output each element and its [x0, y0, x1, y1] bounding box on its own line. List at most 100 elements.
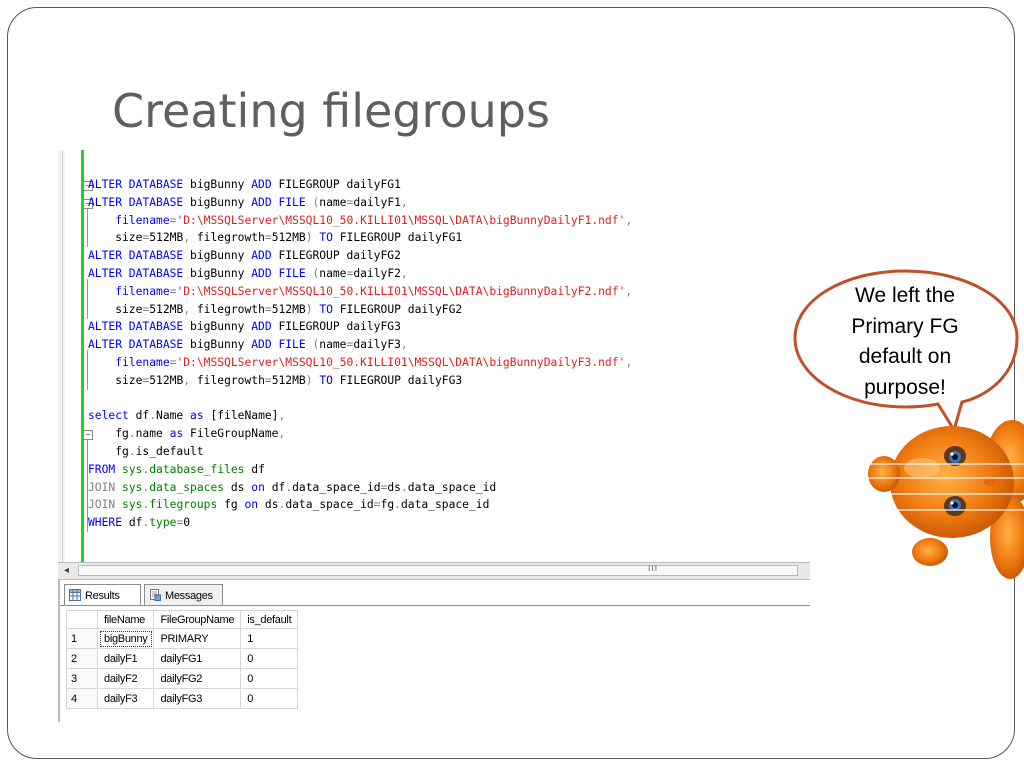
- code-line: WHERE df.type=0: [88, 514, 632, 532]
- row-number[interactable]: 4: [66, 688, 98, 709]
- code-token: .: [142, 462, 150, 476]
- cell-filegroupname[interactable]: dailyFG2: [153, 668, 242, 689]
- column-header[interactable]: fileName: [96, 610, 155, 629]
- cell-is-default[interactable]: 0: [240, 648, 299, 669]
- callout-text: We left the Primary FG default on purpos…: [792, 281, 1018, 403]
- code-token: ALTER DATABASE: [88, 249, 184, 263]
- collapse-region-icon[interactable]: −: [83, 430, 93, 441]
- code-token: filegroups: [149, 498, 218, 512]
- code-token: =: [373, 498, 381, 512]
- code-token: bigBunny: [183, 338, 252, 352]
- code-token: =: [142, 231, 150, 245]
- code-line: filename='D:\MSSQLServer\MSSQL10_50.KILL…: [88, 354, 632, 372]
- code-line: ALTER DATABASE bigBunny ADD FILEGROUP da…: [88, 176, 632, 194]
- cell-filegroupname[interactable]: dailyFG1: [153, 648, 242, 669]
- code-token: data_space_id: [292, 480, 381, 494]
- code-token: .: [149, 409, 157, 423]
- code-token: fg: [88, 427, 129, 441]
- code-token: filegrowth: [190, 231, 265, 245]
- collapse-region-icon[interactable]: −: [83, 198, 93, 209]
- code-token: ,: [183, 302, 191, 316]
- code-line: filename='D:\MSSQLServer\MSSQL10_50.KILL…: [88, 212, 632, 230]
- callout-line: default on: [858, 345, 952, 368]
- code-token: ): [305, 302, 313, 316]
- doll-head-illustration: [862, 420, 1024, 579]
- tabs-divider: [60, 605, 810, 606]
- code-token: .: [142, 498, 150, 512]
- cell-filename[interactable]: dailyF1: [96, 648, 155, 669]
- code-token: [fileName]: [203, 409, 279, 423]
- code-token: filegrowth: [190, 302, 265, 316]
- code-token: ADD FILE: [251, 338, 306, 352]
- code-token: ADD: [251, 178, 272, 191]
- code-token: [115, 498, 122, 511]
- code-token: size: [88, 231, 143, 245]
- code-line: size=512MB, filegrowth=512MB) TO FILEGRO…: [88, 301, 632, 319]
- code-token: ADD FILE: [251, 266, 306, 280]
- scroll-thumb[interactable]: [78, 565, 798, 576]
- cell-filename[interactable]: dailyF3: [96, 688, 155, 709]
- horizontal-scrollbar[interactable]: ◂ III: [58, 562, 810, 580]
- code-token: 0: [183, 516, 191, 530]
- column-header[interactable]: FileGroupName: [153, 610, 242, 629]
- code-token: FILEGROUP dailyFG2: [271, 249, 401, 263]
- code-line: ALTER DATABASE bigBunny ADD FILE (name=d…: [88, 336, 632, 354]
- code-token: df: [122, 516, 143, 530]
- tab-messages[interactable]: Messages: [144, 584, 223, 605]
- row-number[interactable]: 3: [66, 668, 98, 689]
- code-token: =: [264, 302, 272, 316]
- code-token: data_space_id: [285, 498, 374, 512]
- table-row: 3 dailyF2 dailyFG2 0: [66, 668, 299, 689]
- code-token: ): [305, 231, 313, 245]
- code-token: dailyF2: [353, 266, 401, 280]
- code-token: 512MB: [149, 373, 184, 387]
- table-row: 2 dailyF1 dailyFG1 0: [66, 648, 299, 669]
- code-token: ds: [387, 480, 401, 494]
- code-token: FILEGROUP dailyFG1: [271, 178, 401, 191]
- query-editor[interactable]: − − − ALTER DATABASE bigBunny ADD FILEGROU…: [58, 150, 810, 562]
- code-token: data_space_id: [400, 498, 490, 512]
- outline-guide: [87, 279, 88, 319]
- row-number[interactable]: 1: [66, 628, 98, 649]
- code-line: filename='D:\MSSQLServer\MSSQL10_50.KILL…: [88, 283, 632, 301]
- code-token: =: [169, 355, 177, 369]
- results-pane: Results Messages fileName FileGroupN: [58, 580, 810, 722]
- outline-guide: [87, 207, 88, 248]
- scroll-left-icon[interactable]: ◂: [64, 565, 70, 576]
- code-token: TO: [319, 302, 333, 316]
- cell-filegroupname[interactable]: dailyFG3: [153, 688, 242, 709]
- code-token: FILEGROUP dailyFG1: [332, 231, 463, 245]
- row-number[interactable]: 2: [66, 648, 98, 669]
- code-token: FILEGROUP dailyFG3: [271, 320, 401, 334]
- cell-is-default[interactable]: 0: [240, 668, 299, 689]
- code-token: .: [400, 480, 408, 494]
- cell-is-default[interactable]: 0: [240, 688, 299, 709]
- column-header[interactable]: is_default: [240, 610, 299, 629]
- tab-messages-label: Messages: [165, 590, 213, 602]
- cell-filename[interactable]: dailyF2: [96, 668, 155, 689]
- code-token: (: [312, 195, 320, 209]
- code-token: df: [264, 480, 286, 494]
- code-token: ALTER DATABASE: [88, 195, 184, 209]
- tab-results[interactable]: Results: [64, 584, 141, 605]
- code-token: name: [319, 195, 347, 209]
- code-token: ADD FILE: [251, 195, 306, 209]
- code-line: JOIN sys.filegroups fg on ds.data_space_…: [88, 496, 632, 514]
- editor-margin: [58, 150, 63, 562]
- cell-filename[interactable]: bigBunny: [96, 628, 155, 649]
- collapse-region-icon[interactable]: −: [83, 181, 93, 191]
- code-token: ALTER DATABASE: [88, 266, 184, 280]
- callout-line: We left the: [855, 284, 955, 307]
- code-token: name: [135, 427, 170, 441]
- code-line: size=512MB, filegrowth=512MB) TO FILEGRO…: [88, 372, 632, 390]
- cell-filegroupname[interactable]: PRIMARY: [153, 628, 242, 649]
- code-token: =: [380, 480, 388, 494]
- cell-is-default[interactable]: 1: [240, 628, 299, 649]
- code-token: ds: [258, 498, 279, 512]
- messages-icon: [150, 589, 161, 601]
- code-token: is_default: [135, 444, 204, 458]
- code-token: bigBunny: [183, 266, 252, 280]
- callout-line: Primary FG: [851, 314, 959, 338]
- code-token: 'D:\MSSQLServer\MSSQL10_50.KILLI01\MSSQL…: [176, 213, 626, 227]
- sql-code[interactable]: ALTER DATABASE bigBunny ADD FILEGROUP da…: [88, 176, 632, 532]
